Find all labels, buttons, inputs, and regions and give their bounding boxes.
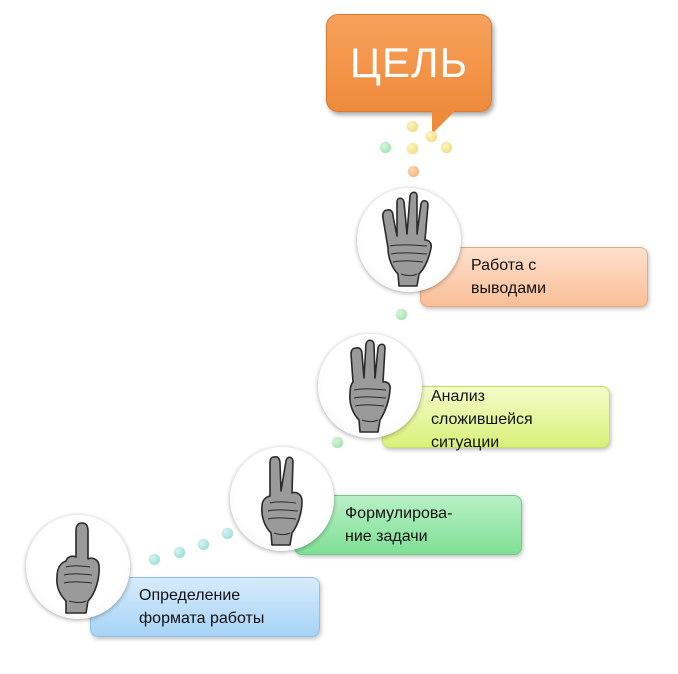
two-finger-hand-icon [261, 456, 303, 546]
step-1-line-1: Определение [139, 587, 241, 604]
goal-label: ЦЕЛЬ [349, 39, 469, 86]
path-dot [426, 131, 437, 142]
path-dot [174, 547, 185, 558]
step-3-line-3: ситуации [431, 434, 500, 451]
step-2-hand [230, 447, 334, 551]
path-dot [222, 528, 233, 539]
step-2-line-2: ние задачи [345, 528, 428, 545]
step-1-hand [26, 515, 130, 619]
path-dot [441, 142, 452, 153]
step-1-line-2: формата работы [139, 610, 265, 627]
path-dot [396, 309, 407, 320]
step-3-line-2: сложившейся [431, 411, 533, 428]
step-3-hand [318, 334, 422, 438]
one-finger-hand-icon [56, 522, 100, 614]
goal-callout: ЦЕЛЬ [326, 14, 492, 112]
path-dot [407, 143, 418, 154]
path-dot [408, 166, 419, 177]
path-dot [332, 437, 343, 448]
path-dot [380, 142, 391, 153]
path-dot [198, 539, 209, 550]
four-finger-hand-icon [381, 191, 432, 287]
step-4-hand [357, 188, 461, 292]
step-3-line-1: Анализ [431, 388, 486, 405]
step-2-line-1: Формулирова- [345, 505, 453, 522]
step-4-line-1: Работа с [471, 257, 537, 274]
step-label-1: Определение формата работы [90, 577, 320, 637]
path-dot [407, 121, 418, 132]
three-finger-hand-icon [349, 339, 391, 433]
step-4-line-2: выводами [471, 280, 547, 297]
path-dot [149, 554, 160, 565]
goal-callout-tail [432, 108, 458, 134]
